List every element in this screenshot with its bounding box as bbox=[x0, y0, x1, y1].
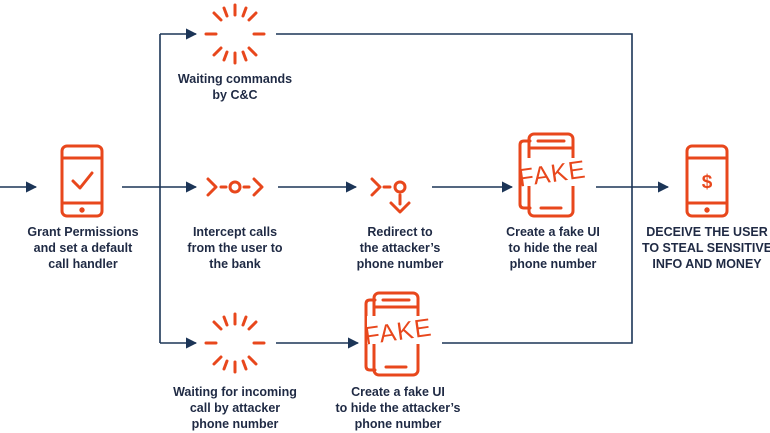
deceive-label: DECEIVE THE USER TO STEAL SENSITIVE INFO… bbox=[641, 225, 770, 271]
fake-phone-icon: FAKE bbox=[517, 132, 588, 218]
intercept-icon bbox=[206, 177, 264, 197]
connectors bbox=[0, 28, 670, 349]
line-top-return bbox=[276, 33, 633, 187]
intercept-label: Intercept calls from the user to the ban… bbox=[187, 225, 283, 271]
phone-check-icon bbox=[60, 144, 104, 218]
fake-real-label: Create a fake UI to hide the real phone … bbox=[506, 225, 600, 271]
grant-permissions-label: Grant Permissions and set a default call… bbox=[27, 225, 139, 271]
incoming-starburst-icon bbox=[204, 312, 266, 374]
dollar-sign-text: $ bbox=[702, 172, 713, 193]
fake-attacker-label: Create a fake UI to hide the attacker’s … bbox=[335, 385, 461, 431]
waiting-starburst-icon bbox=[204, 3, 266, 65]
phone-dollar-icon: $ bbox=[685, 144, 729, 218]
fake-phone-icon-bottom: FAKE bbox=[363, 291, 434, 377]
redirect-label: Redirect to the attacker’s phone number bbox=[356, 225, 444, 271]
waiting-cc-label: Waiting commands by C&C bbox=[177, 72, 293, 102]
redirect-icon bbox=[370, 177, 411, 214]
line-bottom-return bbox=[442, 187, 633, 344]
waiting-incoming-label: Waiting for incoming call by attacker ph… bbox=[173, 385, 297, 431]
